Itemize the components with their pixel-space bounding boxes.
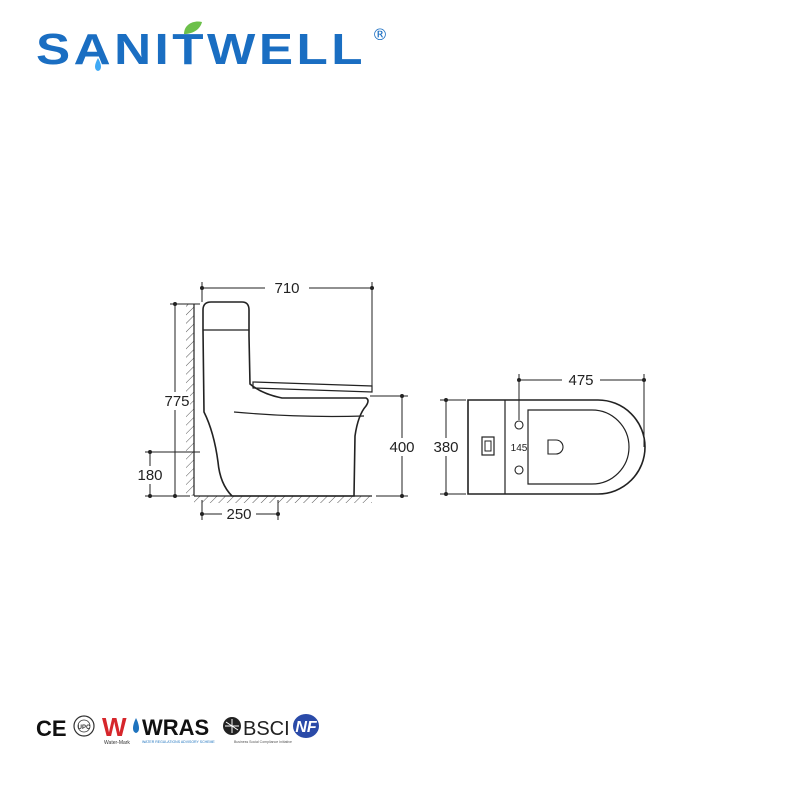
toilet-top-outline <box>467 399 646 495</box>
flush-button-icon <box>481 436 495 456</box>
floor-hatch <box>194 496 372 503</box>
toilet-seat <box>252 381 373 393</box>
dim-hole-spacing: 145 <box>511 443 528 454</box>
wras-logo: WRAS WATER REGULATIONS ADVISORY SCHEME <box>133 715 215 744</box>
hinge-hole-bottom <box>514 465 524 475</box>
nf-logo: NF <box>293 714 319 738</box>
dim-top-length: 475 <box>568 372 593 389</box>
svg-text:WATER REGULATIONS ADVISORY SCH: WATER REGULATIONS ADVISORY SCHEME <box>142 740 215 744</box>
watermark-logo: W Water-Mark <box>102 712 130 746</box>
dim-side-height: 775 <box>164 393 189 410</box>
bowl-drain <box>547 439 564 455</box>
svg-text:UPC: UPC <box>78 725 91 731</box>
brand-logo: SANITWELL ® <box>36 21 388 74</box>
toilet-rim <box>233 411 365 418</box>
ce-mark: CE <box>36 716 67 741</box>
upc-seal: UPC <box>73 715 95 737</box>
seat-top-outline <box>527 409 630 485</box>
svg-text:Business Social Compliance Ini: Business Social Compliance Initiative <box>234 740 292 744</box>
svg-text:Water-Mark: Water-Mark <box>104 740 130 746</box>
dim-top-width: 380 <box>433 439 458 456</box>
svg-text:WRAS: WRAS <box>142 715 209 740</box>
svg-text:W: W <box>102 712 127 742</box>
brand-name: SANITWELL <box>36 25 366 74</box>
side-view: 710 775 180 400 250 <box>132 278 418 523</box>
dim-outlet-distance: 250 <box>226 506 251 523</box>
dim-outlet-height: 180 <box>137 467 162 484</box>
svg-text:NF: NF <box>295 719 318 736</box>
bsci-logo: BSCI Business Social Compliance Initiati… <box>223 717 292 744</box>
toilet-side-outline <box>202 301 369 497</box>
certification-logos: CE UPC W Water-Mark WRAS WATER REGULATIO… <box>36 712 319 746</box>
top-view: 145 475 380 <box>430 371 646 496</box>
registered-mark: ® <box>372 25 388 44</box>
dim-seat-height: 400 <box>389 439 414 456</box>
leaf-icon <box>184 21 202 34</box>
hinge-hole-top <box>514 420 524 430</box>
water-drop-icon <box>95 58 101 71</box>
dim-side-length: 710 <box>274 280 299 297</box>
svg-text:BSCI: BSCI <box>243 718 290 740</box>
